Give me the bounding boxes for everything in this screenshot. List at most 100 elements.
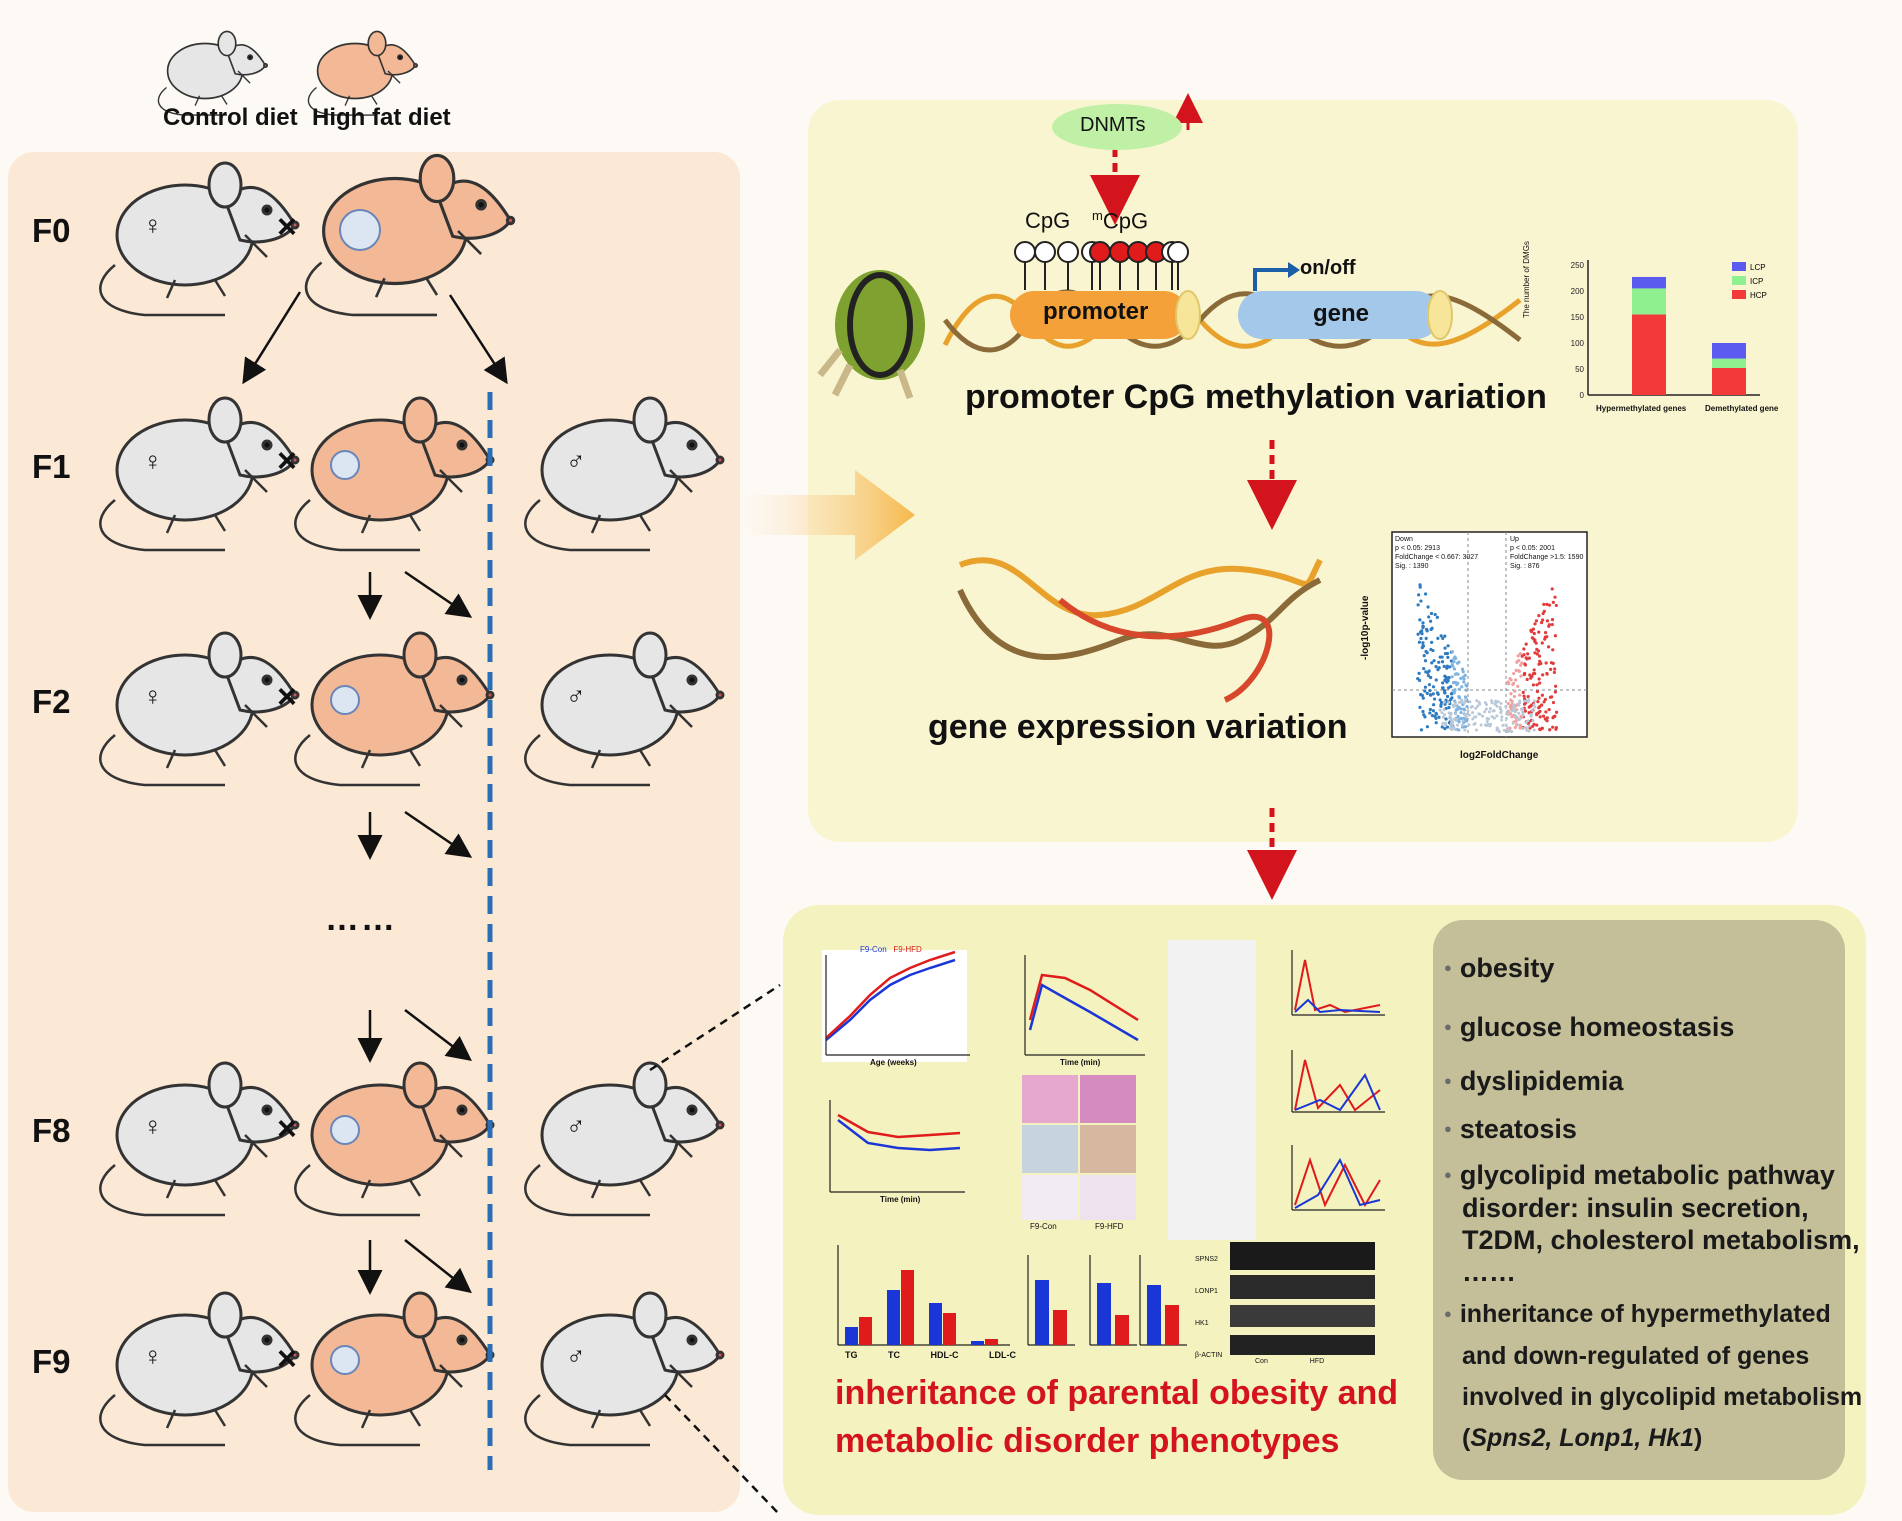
volcano-point [1545, 671, 1549, 676]
volcano-point [1420, 693, 1424, 698]
volcano-point [1523, 663, 1527, 667]
volcano-point [1525, 677, 1529, 682]
qpcr-bar-hfd [1115, 1315, 1129, 1345]
volcano-point [1430, 640, 1434, 645]
f8-male-offspring-mouse-icon [523, 1061, 725, 1217]
volcano-point [1450, 723, 1454, 727]
y-tick-label: 0 [1580, 391, 1585, 400]
bar-icp [1712, 358, 1746, 368]
volcano-point [1438, 708, 1442, 712]
volcano-point [1462, 701, 1466, 705]
lipid-bar-con [887, 1290, 900, 1345]
phenotype-mini-charts [822, 940, 1385, 1355]
volcano-point [1513, 689, 1517, 693]
volcano-point [1426, 674, 1430, 678]
volcano-point [1510, 709, 1514, 713]
volcano-point [1517, 669, 1521, 673]
volcano-point [1452, 656, 1456, 660]
volcano-point [1444, 723, 1448, 727]
volcano-point [1504, 723, 1508, 727]
volcano-point [1554, 603, 1558, 608]
volcano-point [1439, 634, 1443, 638]
volcano-point [1428, 711, 1432, 715]
volcano-point [1485, 720, 1489, 724]
volcano-point [1445, 680, 1449, 684]
volcano-point [1417, 671, 1421, 676]
cpg-label: CpG [1025, 208, 1071, 233]
volcano-point [1511, 682, 1515, 686]
volcano-point [1544, 661, 1548, 665]
volcano-point [1541, 673, 1545, 677]
f8-female-mouse-icon [98, 1061, 300, 1217]
volcano-point [1549, 667, 1553, 671]
volcano-point [1489, 722, 1493, 726]
volcano-point [1535, 652, 1539, 656]
bw-x-label: Age (weeks) [870, 1058, 917, 1067]
volcano-point [1513, 725, 1518, 729]
volcano-point [1498, 705, 1502, 709]
volcano-point [1419, 599, 1423, 603]
volcano-point [1537, 706, 1541, 710]
volcano-point [1418, 585, 1422, 589]
histo-label-hfd: F9-HFD [1095, 1222, 1124, 1231]
volcano-point [1462, 708, 1467, 712]
female-symbol: ♀ [143, 210, 163, 240]
volcano-point [1421, 621, 1425, 625]
bar-lcp [1632, 276, 1666, 289]
volcano-point [1537, 654, 1542, 658]
volcano-point [1518, 693, 1522, 697]
volcano-point [1432, 703, 1436, 707]
volcano-point [1483, 710, 1487, 714]
lipid-bar-con [845, 1327, 858, 1345]
volcano-point [1549, 661, 1554, 665]
male-symbol: ♂ [566, 1111, 586, 1141]
volcano-point [1447, 700, 1451, 704]
volcano-point [1457, 687, 1461, 691]
volcano-point [1522, 699, 1526, 703]
volcano-point [1532, 722, 1536, 726]
volcano-point [1492, 716, 1496, 720]
volcano-point [1429, 611, 1434, 616]
volcano-point [1421, 709, 1425, 714]
volcano-point [1463, 728, 1467, 732]
volcano-point [1445, 694, 1450, 699]
volcano-point [1490, 715, 1494, 719]
volcano-point [1464, 715, 1468, 719]
methylation-variation-title: promoter CpG methylation variation [965, 378, 1547, 416]
volcano-point [1474, 728, 1478, 732]
generation-ellipsis: …… [325, 900, 397, 938]
volcano-point [1530, 674, 1534, 679]
volcano-point [1430, 661, 1434, 665]
volcano-point [1553, 690, 1558, 694]
volcano-point [1502, 728, 1506, 732]
volcano-point [1422, 653, 1426, 658]
volcano-point [1526, 721, 1531, 726]
volcano-point [1527, 656, 1531, 660]
high-fat-diet-label: High fat diet [312, 104, 451, 131]
volcano-point [1437, 660, 1441, 664]
volcano-point [1510, 715, 1514, 719]
volcano-point [1447, 705, 1451, 710]
volcano-point [1524, 642, 1528, 646]
volcano-point [1473, 715, 1477, 719]
volcano-point [1450, 727, 1454, 731]
volcano-point [1449, 685, 1453, 689]
gene-list: (Spns2, Lonp1, Hk1) [1462, 1423, 1703, 1452]
volcano-point [1432, 659, 1436, 663]
volcano-point [1497, 730, 1501, 734]
female-symbol: ♀ [143, 681, 163, 711]
volcano-point [1554, 725, 1558, 730]
volcano-point [1477, 700, 1481, 704]
volcano-point [1424, 636, 1428, 640]
volcano-point [1514, 678, 1518, 682]
female-symbol: ♀ [143, 1111, 163, 1141]
itt-x-label: Time (min) [880, 1195, 921, 1204]
male-symbol: ♂ [566, 446, 586, 476]
volcano-point [1435, 615, 1439, 619]
generation-label-f1: F1 [32, 448, 71, 485]
volcano-point [1550, 622, 1554, 627]
volcano-point [1494, 701, 1498, 705]
volcano-point [1540, 641, 1544, 645]
bullet-obesity: obesity [1444, 953, 1555, 984]
volcano-point [1450, 675, 1454, 679]
